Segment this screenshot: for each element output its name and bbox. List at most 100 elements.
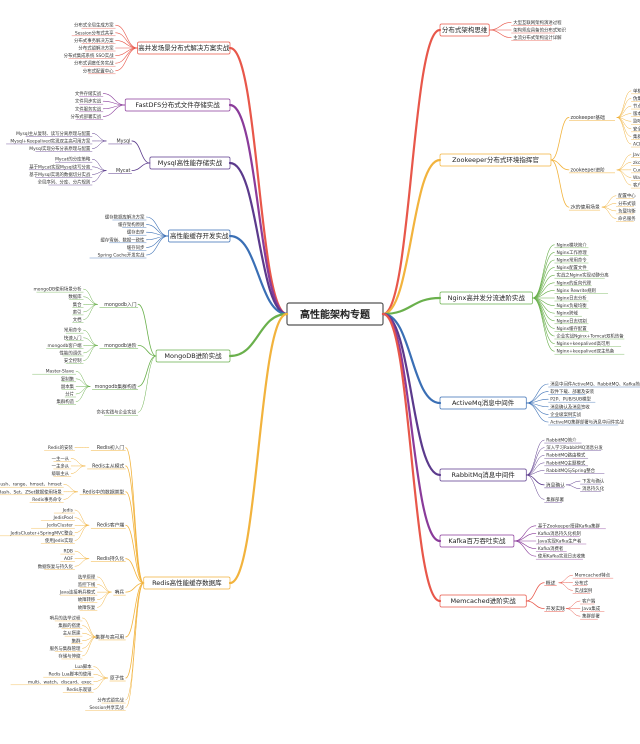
leaf-item: 哨兵的选举过程 xyxy=(50,614,81,621)
leaf-item: AOF xyxy=(64,556,73,562)
leaf-item: set、get、push、range、hmset、hmset xyxy=(0,482,62,488)
leaf-item: 分布式锁解决方案 xyxy=(78,45,114,52)
leaf-item: Java集成 xyxy=(581,605,601,612)
connector xyxy=(525,474,545,486)
leaf-item: 数据恢复与持久化 xyxy=(38,563,74,570)
leaf-item: 选举原理 xyxy=(78,573,96,580)
group-title: zookeeper基础 xyxy=(570,114,605,121)
leaf-item: 大型互联网架构演进过程 xyxy=(513,19,562,26)
connector xyxy=(565,600,581,609)
leaf-item: 基于Zookeeper搭建Kafka集群 xyxy=(538,522,601,529)
connector xyxy=(97,584,112,593)
leaf-item: 分布式部署实战 xyxy=(70,113,101,120)
leaf-item: mongodb客户端 xyxy=(48,342,83,349)
leaf-item: Java客户端 xyxy=(632,151,640,158)
connector xyxy=(92,133,107,142)
connector xyxy=(616,117,632,145)
connector xyxy=(125,558,145,584)
leaf-item: Nginx日志切割 xyxy=(556,317,587,324)
leaf-item: 命名实践与企业实战 xyxy=(97,409,137,416)
branch-title: Kafka百万吞吐实战 xyxy=(448,536,506,545)
connector xyxy=(550,159,570,171)
leaf-item: 分布式事务解决方案 xyxy=(74,37,114,44)
leaf-item: 服务与集群管理 xyxy=(50,645,81,652)
leaf-item: 文件同步实战 xyxy=(75,98,102,105)
root-title: 高性能架构专题 xyxy=(300,308,371,321)
group-title: 集群与高可用 xyxy=(95,633,124,640)
connector xyxy=(63,483,78,493)
connector xyxy=(228,103,289,316)
leaf-item: Nginx配置文件 xyxy=(556,264,587,271)
connector xyxy=(74,524,90,534)
leaf-item: 一主一从 xyxy=(52,455,70,462)
leaf-item: 分布式锁实战 xyxy=(97,697,124,704)
leaf-item: Nginx工作原理 xyxy=(556,249,587,256)
leaf-item: 集群 xyxy=(72,637,81,644)
leaf-item: 集群部署 xyxy=(546,496,564,503)
leaf-item: 下发与确认 xyxy=(582,478,605,485)
group-title: mongodb集群构造 xyxy=(95,383,137,390)
leaf-item: JedisPool xyxy=(53,515,73,521)
connector xyxy=(74,550,90,559)
connector xyxy=(75,386,91,395)
leaf-item: 分布式锁 xyxy=(618,200,636,207)
group-title: 概述 xyxy=(546,579,556,586)
connector xyxy=(75,386,91,402)
right-branch-3: ActiveMq消息中间件消息中间件ActiveMQ、RabbitMQ、Kafk… xyxy=(439,381,640,426)
branch-title: 高并发场景分布式解决方案实战 xyxy=(138,43,230,52)
connector xyxy=(74,558,90,567)
leaf-item: 快速入门 xyxy=(64,334,82,341)
connector xyxy=(83,304,98,320)
left-branch-3: 高性能缓存开发实战缓存数据库解决方案缓存架构原则缓存击穿缓存雪崩、数据一致性缓存… xyxy=(89,214,231,259)
connector xyxy=(125,582,145,679)
branch-title: Nginx高并发分流进阶实战 xyxy=(448,293,526,302)
right-branch-1: Zookeeper分布式环境指挥官zookeeper基础单机伪集群节点类型版本监… xyxy=(439,87,640,222)
connector xyxy=(125,491,145,584)
leaf-item: JedisCluster xyxy=(46,523,73,529)
connector xyxy=(131,162,151,171)
group-title: Redis中的数据类型 xyxy=(82,488,124,495)
branch-title: 高性能缓存开发实战 xyxy=(170,231,229,240)
connector xyxy=(70,465,86,474)
leaf-item: 性能的调优 xyxy=(60,349,83,356)
connector xyxy=(532,259,555,299)
connector xyxy=(75,370,91,387)
leaf-item: 基于Mycat实现Mysql读写分离 xyxy=(29,163,91,170)
connector xyxy=(125,447,145,584)
branch-title: FastDFS分布式文件存储实战 xyxy=(135,100,220,109)
leaf-item: 分布式调度任务实战 xyxy=(74,60,114,67)
leaf-item: RabbitMQ简介 xyxy=(546,437,577,444)
leaf-item: zkclient xyxy=(633,160,640,166)
branch-title: Mysql高性能存储实战 xyxy=(158,158,223,167)
leaf-item: Redis事务命令 xyxy=(32,496,62,503)
leaf-item: Nginx缓存配置 xyxy=(556,325,587,332)
left-branch-0: 高并发场景分布式解决方案实战分布式全局生成方案Session分布式共享分布式事务… xyxy=(64,22,231,74)
leaf-item: Nginx+keepalived高可用 xyxy=(556,340,609,347)
leaf-item: 实战之Nginx实现动静分离 xyxy=(556,272,609,279)
leaf-item: Nginx日志分析 xyxy=(556,295,587,302)
connector xyxy=(125,582,144,708)
leaf-item: 分布式 xyxy=(575,579,589,586)
connector xyxy=(82,636,97,657)
group-title: Mycat xyxy=(116,168,131,174)
leaf-item: Watcher xyxy=(633,175,640,181)
group-title: Redis主从模式 xyxy=(92,462,124,469)
connector xyxy=(137,355,157,387)
leaf-item: Nginx负载均衡 xyxy=(556,302,587,309)
right-branch-2: Nginx高并发分流进阶实战Nginx模块简介Nginx工作原理Nginx常用命… xyxy=(439,241,625,355)
connector xyxy=(131,140,151,164)
connector xyxy=(137,344,157,357)
connector xyxy=(381,312,442,477)
leaf-item: 配置中心 xyxy=(618,192,636,199)
leaf-item: Nginx Rewrite规则 xyxy=(556,287,595,294)
connector xyxy=(125,465,145,584)
leaf-item: 客户端 xyxy=(582,598,596,605)
connector xyxy=(616,90,632,118)
leaf-item: 基于Mysql实现的数据切分实战 xyxy=(29,171,91,178)
leaf-item: Redis的安装 xyxy=(48,444,74,451)
leaf-item: 复制集 xyxy=(61,375,75,382)
connector xyxy=(228,312,289,585)
connector xyxy=(616,98,632,118)
leaf-item: RDB xyxy=(63,549,72,555)
leaf-item: Lua脚本 xyxy=(75,663,92,670)
